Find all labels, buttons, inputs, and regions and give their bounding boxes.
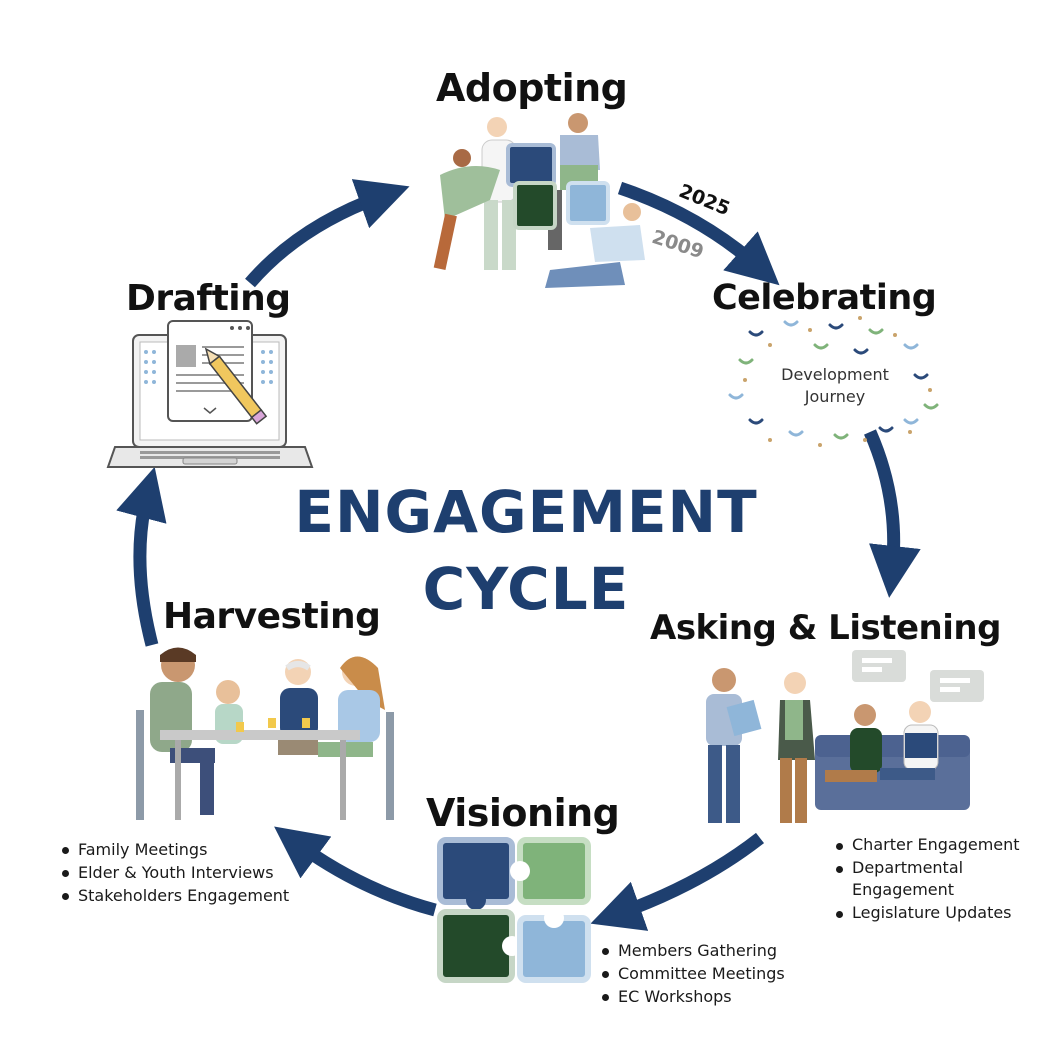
list-item: Charter Engagement <box>834 834 1022 856</box>
list-item: Committee Meetings <box>600 962 785 985</box>
asking-bullet-list: Charter Engagement Departmental Engageme… <box>834 834 1022 925</box>
list-item: EC Workshops <box>600 985 785 1008</box>
laptop-illustration <box>106 320 314 468</box>
arrow-celebrating-to-asking <box>864 429 921 598</box>
list-item: Elder & Youth Interviews <box>60 861 289 884</box>
stage-label-asking-listening: Asking & Listening <box>650 608 1001 648</box>
list-item: Departmental Engagement <box>834 857 1022 901</box>
arrow-drafting-to-adopting <box>245 179 410 288</box>
celebrating-note-line1: Development <box>781 365 889 384</box>
arrow-asking-to-visioning <box>590 832 765 931</box>
list-item: Family Meetings <box>60 838 289 861</box>
celebrating-note: Development Journey <box>760 364 910 408</box>
celebrating-note-line2: Journey <box>804 387 866 406</box>
list-item: Legislature Updates <box>834 902 1022 924</box>
stage-label-harvesting: Harvesting <box>163 596 381 637</box>
asking-illustration <box>706 650 984 823</box>
diagram-title-line1: ENGAGEMENT <box>294 478 758 546</box>
confetti-illustration <box>728 320 939 440</box>
stage-label-adopting: Adopting <box>436 66 628 110</box>
list-item: Members Gathering <box>600 939 785 962</box>
arrow-visioning-to-harvesting <box>274 826 437 917</box>
puzzle-illustration <box>437 837 591 983</box>
adopting-illustration <box>433 113 645 288</box>
stage-label-celebrating: Celebrating <box>712 278 937 318</box>
diagram-title-line2: CYCLE <box>422 555 630 623</box>
list-item: Stakeholders Engagement <box>60 884 289 907</box>
visioning-bullet-list: Members Gathering Committee Meetings EC … <box>600 939 785 1008</box>
arrow-harvesting-to-drafting <box>116 466 167 647</box>
harvesting-illustration <box>136 647 394 820</box>
stage-label-drafting: Drafting <box>126 278 291 319</box>
arrow-adopting-to-celebrating <box>617 181 780 286</box>
stage-label-visioning: Visioning <box>426 791 620 835</box>
harvesting-bullet-list: Family Meetings Elder & Youth Interviews… <box>60 838 289 907</box>
confetti-dots <box>743 316 932 447</box>
